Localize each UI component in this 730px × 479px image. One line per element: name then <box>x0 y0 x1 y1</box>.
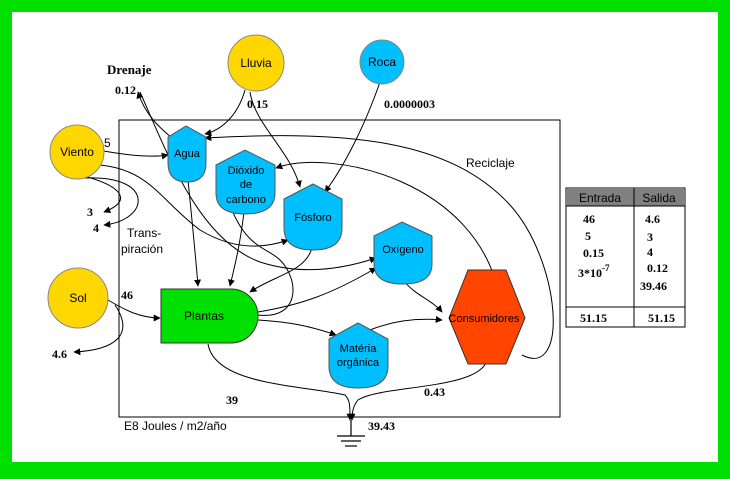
table-header-salida: Salida <box>642 191 676 205</box>
value-lluvia: 0.15 <box>247 97 268 111</box>
value-viento-out-3: 3 <box>87 205 93 219</box>
value-viento: 5 <box>104 136 111 150</box>
value-consumidores-sumidero: 0.43 <box>424 385 445 399</box>
table-entrada-4-base: 3*10 <box>578 266 602 280</box>
storage-agua-label: Agua <box>174 148 201 160</box>
table-salida-1: 4.6 <box>645 212 660 226</box>
source-viento-label: Viento <box>60 145 94 159</box>
table-entrada-4: 3*10-7 <box>578 263 610 280</box>
table-header-entrada: Entrada <box>579 191 621 205</box>
storage-dioxido-label-1: Dióxido <box>228 165 265 177</box>
flow-consumidores-sumidero <box>348 359 488 421</box>
flow-lluvia-fosforo <box>249 91 302 188</box>
storage-oxigeno: Oxígeno <box>373 221 433 285</box>
flow-roca-fosforo <box>324 81 381 193</box>
flow-materia-consumidores <box>369 315 443 331</box>
storage-materia-label-1: Matéria <box>340 343 378 355</box>
flow-plantas-sumidero <box>207 343 354 421</box>
source-lluvia-label: Lluvia <box>240 56 272 70</box>
flow-reciclaje-agua <box>204 134 554 359</box>
storage-materia: Matéria orgánica <box>328 322 389 389</box>
consumer-consumidores: Consumidores <box>448 269 526 365</box>
value-roca: 0.0000003 <box>384 97 435 111</box>
flow-viento-agua <box>97 149 169 160</box>
source-roca: Roca <box>359 39 405 85</box>
storage-materia-label-2: orgánica <box>337 357 380 369</box>
storage-dioxido-label-2: de <box>240 179 252 191</box>
table-entrada-4-exp: -7 <box>602 263 610 273</box>
source-sol-label: Sol <box>69 291 86 305</box>
flow-oxigeno-consumidores <box>404 281 443 313</box>
table-salida-2: 3 <box>647 230 653 244</box>
label-reciclaje: Reciclaje <box>466 156 515 170</box>
flow-fosforo-plantas <box>249 247 313 293</box>
consumer-consumidores-label: Consumidores <box>449 313 520 325</box>
table-salida-4: 0.12 <box>647 261 668 275</box>
storage-fosforo-label: Fósforo <box>294 212 331 224</box>
flow-sol-plantas <box>107 299 161 322</box>
flow-lluvia-agua <box>204 89 246 136</box>
flow-reciclaje-dioxido <box>275 162 501 301</box>
flow-lines <box>73 81 554 421</box>
value-ground-total: 39.43 <box>368 419 395 433</box>
energy-table: Entrada Salida 46 5 0.15 3*10-7 4.6 3 4 … <box>565 187 686 328</box>
label-drenaje: Drenaje <box>107 62 152 77</box>
source-lluvia: Lluvia <box>227 34 285 92</box>
flow-agua-plantas <box>187 179 202 287</box>
table-entrada-3: 0.15 <box>583 246 604 260</box>
value-viento-out-4: 4 <box>93 221 99 235</box>
flow-agua-drenaje <box>136 91 173 139</box>
value-sol-out: 4.6 <box>52 347 67 361</box>
flow-plantas-materia <box>257 319 337 337</box>
source-roca-label: Roca <box>368 55 396 69</box>
table-total-salida: 51.15 <box>648 311 675 325</box>
table-salida-3: 4 <box>647 245 653 259</box>
flow-viento-out-4 <box>84 177 139 228</box>
flow-drenaje-oxigeno <box>139 91 377 271</box>
table-entrada-1: 46 <box>583 212 595 226</box>
heat-sink-icon <box>337 420 365 447</box>
source-viento: Viento <box>49 124 105 180</box>
flow-plantas-dioxido <box>220 179 294 316</box>
producer-plantas: Plantas <box>160 288 259 344</box>
label-transpiracion-1: Trans- <box>127 226 161 240</box>
storage-fosforo: Fósforo <box>283 183 343 251</box>
storage-dioxido: Dióxido de carbono <box>215 149 276 215</box>
table-entrada-2: 5 <box>585 229 591 243</box>
value-plantas-sumidero: 39 <box>226 393 238 407</box>
storage-oxigeno-label: Oxígeno <box>382 244 424 256</box>
storage-dioxido-label-3: carbono <box>226 194 266 206</box>
label-transpiracion-2: piración <box>121 242 163 256</box>
source-sol: Sol <box>47 267 109 329</box>
storage-agua: Agua <box>167 125 207 183</box>
flow-dioxido-plantas <box>228 211 245 287</box>
flow-sol-out <box>73 304 124 356</box>
units-label: E8 Joules / m2/año <box>124 419 227 433</box>
flow-plantas-oxigeno <box>257 267 377 313</box>
system-boundary <box>118 119 561 418</box>
table-salida-5: 39.46 <box>640 279 667 293</box>
value-sol: 46 <box>121 288 133 302</box>
table-total-entrada: 51.15 <box>580 311 607 325</box>
value-drenaje: 0.12 <box>115 83 136 97</box>
producer-plantas-label: Plantas <box>184 309 224 323</box>
